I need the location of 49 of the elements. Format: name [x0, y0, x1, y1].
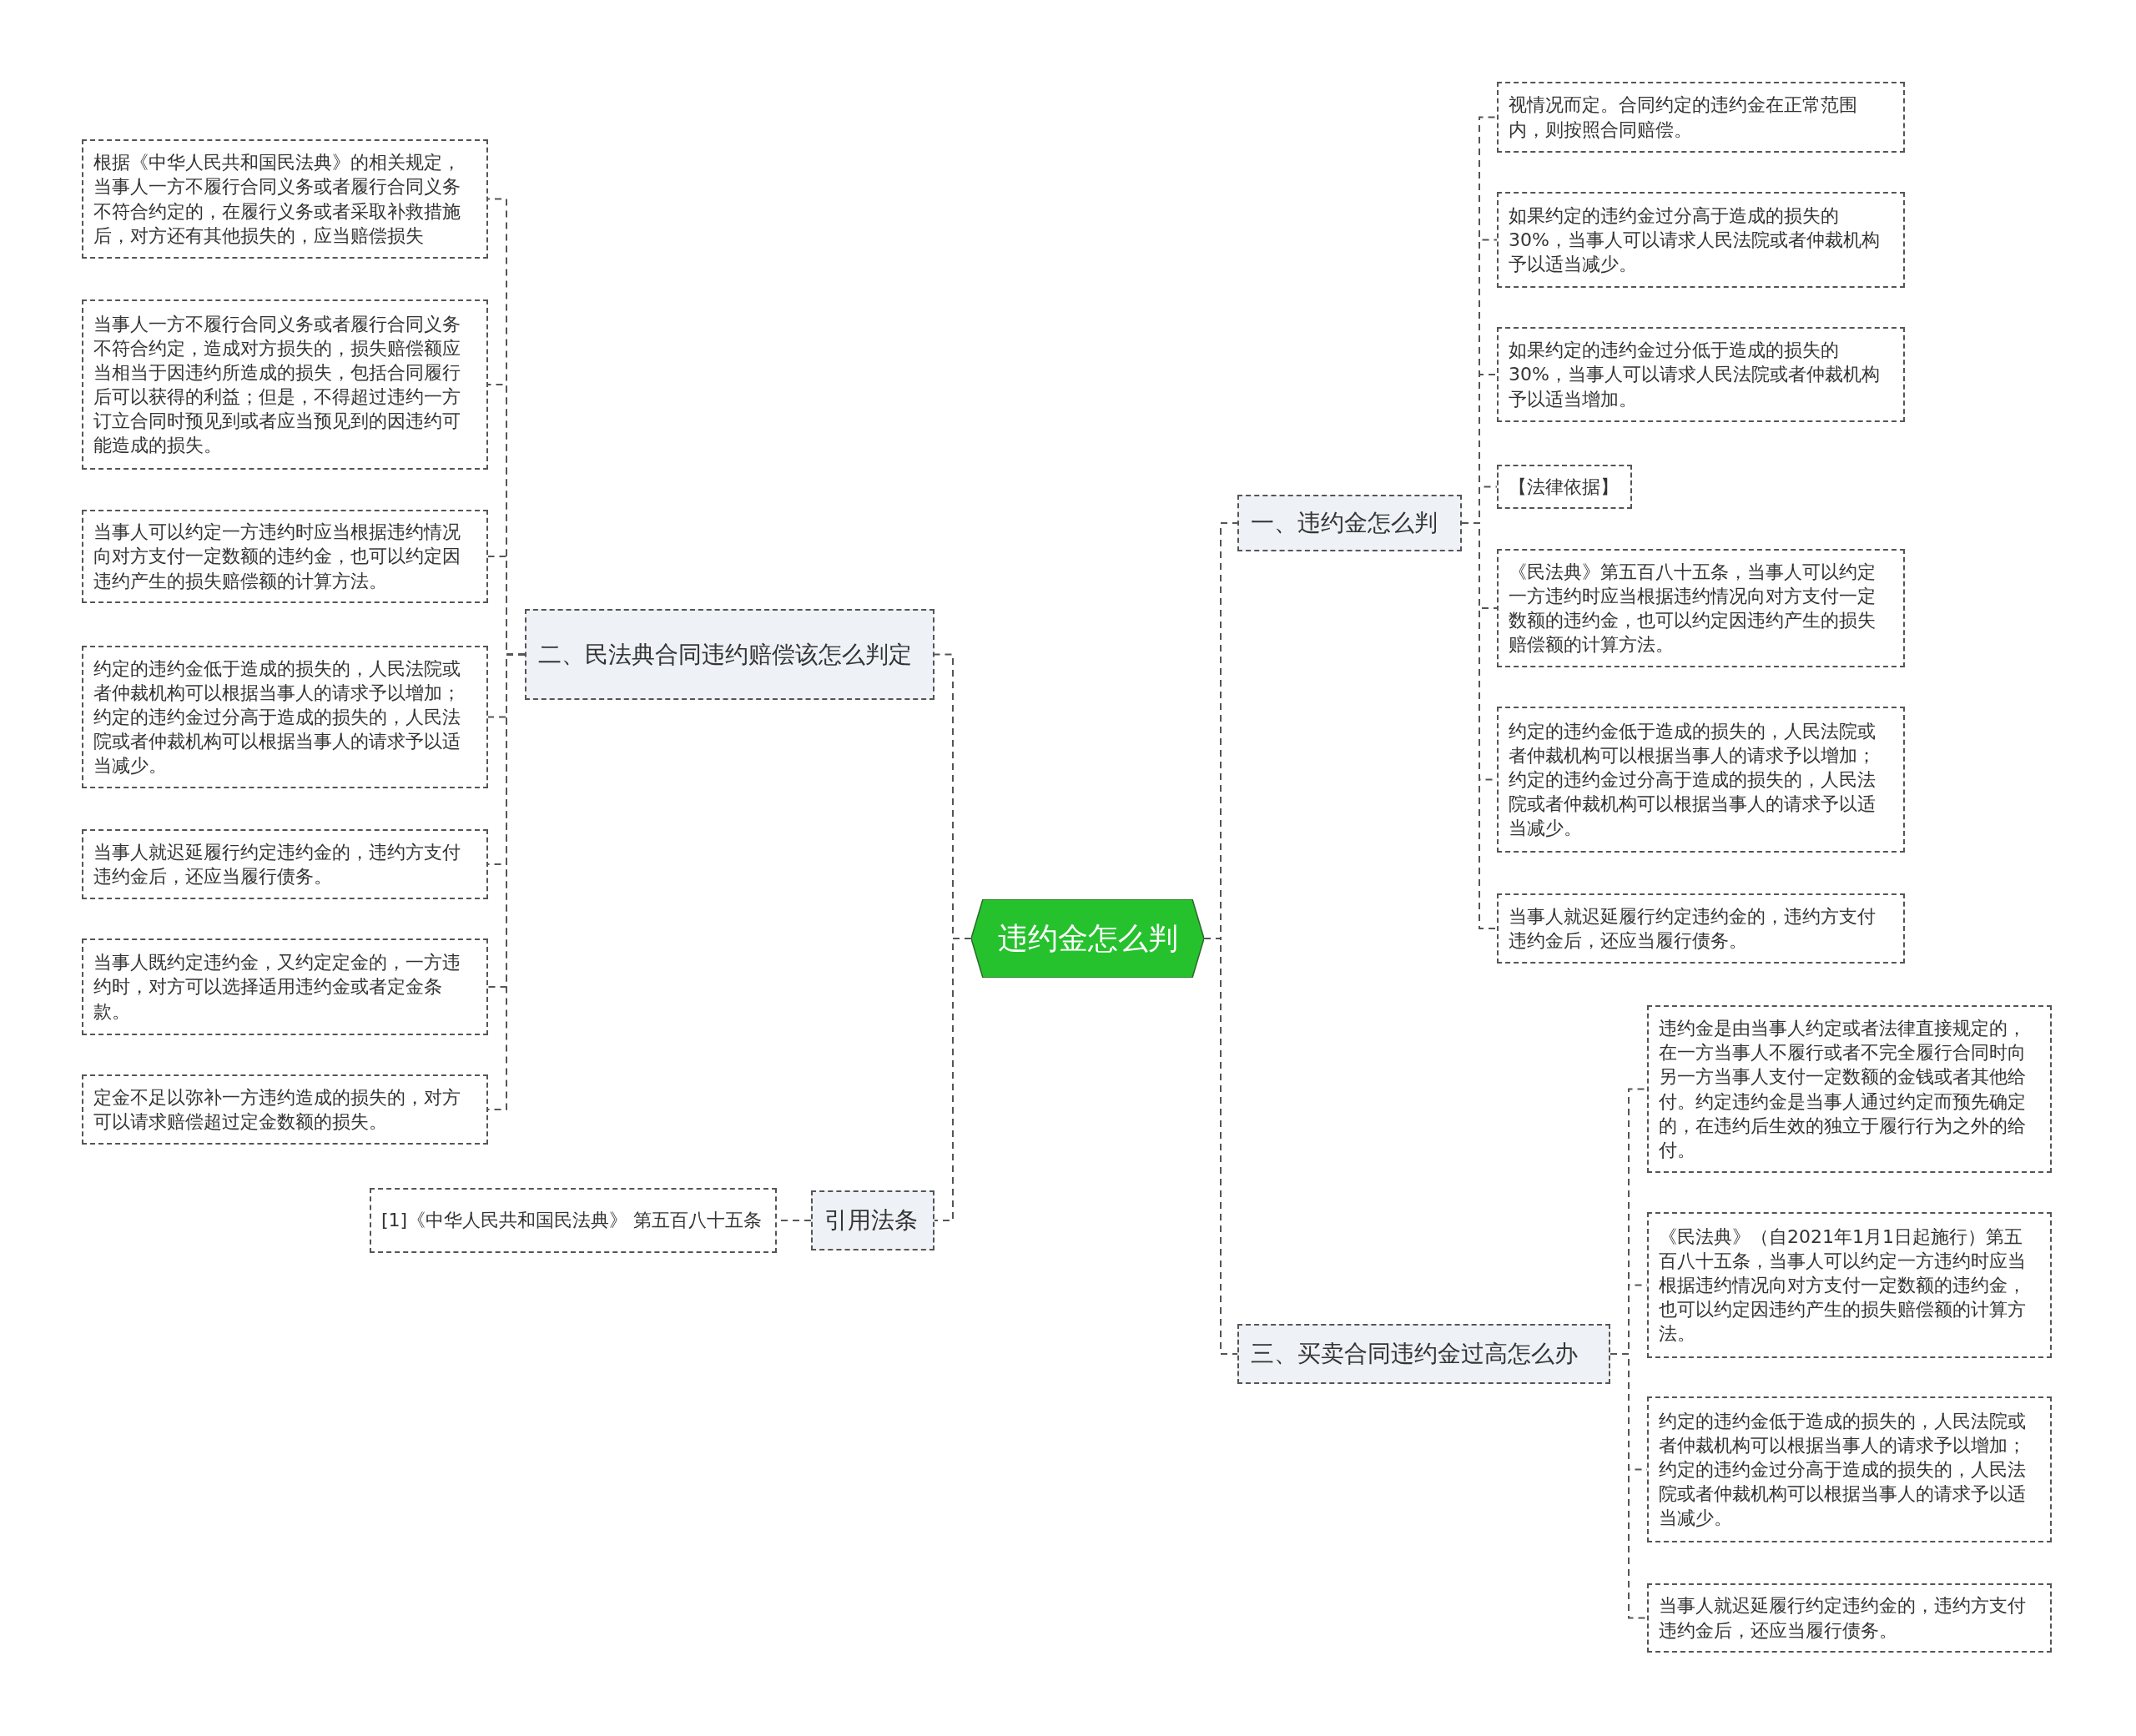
connector-line [1610, 1353, 1648, 1619]
note-box [1497, 549, 1905, 667]
note-text: 视情况而定。合同约定的违约金在正常范围内，则按照合同赔偿。 [1509, 93, 1858, 142]
topic-label: 引用法条 [824, 1205, 918, 1236]
topic-box [525, 609, 934, 700]
note-text: 《民法典》（自2021年1月1日起施行）第五百八十五条，当事人可以约定一方违约时应当根据违约情况向对方支付一定数额的违约金，也可以约定因违约产生的损失赔偿额的计算方法。 [1659, 1225, 2027, 1346]
note-text: 当事人既约定违约金，又约定定金的，一方违约时，对方可以选择适用违约金或者定金条款。 [93, 951, 461, 1024]
note-text: 当事人就迟延履行约定违约金的，违约方支付违约金后，还应当履行债务。 [93, 840, 461, 888]
topic-label: 二、民法典合同违约赔偿该怎么判定 [538, 639, 912, 670]
note-text: 定金不足以弥补一方违约造成的损失的，对方可以请求赔偿超过定金数额的损失。 [93, 1085, 461, 1134]
topic-label: 一、违约金怎么判 [1251, 508, 1438, 539]
note-box [370, 1188, 777, 1253]
note-text: 【法律依据】 [1509, 476, 1619, 499]
note-box [82, 299, 488, 470]
topic-box [1237, 495, 1462, 551]
note-text: 违约金是由当事人约定或者法律直接规定的，在一方当事人不履行或者不完全履行合同时向另一方当事人支付一定数额的金钱或者其他给付。约定违约金是当事人通过约定而预先确定的，在违约后生效的独立于履行行为之外的给付。 [1659, 1017, 2027, 1162]
note-box [1497, 192, 1905, 288]
note-box [1497, 893, 1905, 964]
note-box [82, 510, 488, 603]
note-text: 当事人可以约定一方违约时应当根据违约情况向对方支付一定数额的违约金，也可以约定因违约产生的损失赔偿额的计算方法。 [93, 521, 461, 593]
topic-box [811, 1190, 934, 1250]
note-box [1497, 327, 1905, 422]
note-box [1497, 707, 1905, 853]
note-box [1497, 465, 1632, 510]
note-text: [1]《中华人民共和国民法典》 第五百八十五条 [381, 1209, 763, 1233]
note-text: 当事人就迟延履行约定违约金的，违约方支付违约金后，还应当履行债务。 [1659, 1594, 2027, 1643]
note-box [82, 646, 488, 788]
note-box [82, 139, 488, 259]
note-text: 当事人就迟延履行约定违约金的，违约方支付违约金后，还应当履行债务。 [1509, 904, 1877, 953]
note-box [82, 1074, 488, 1145]
topic-label: 三、买卖合同违约金过高怎么办 [1251, 1339, 1578, 1370]
note-box [82, 829, 488, 899]
note-text: 如果约定的违约金过分高于造成的损失的30%，当事人可以请求人民法院或者仲裁机构予以适当减少。 [1509, 204, 1881, 276]
note-text: 根据《中华人民共和国民法典》的相关规定，当事人一方不履行合同义务或者履行合同义务不符合约定的，在履行义务或者采取补救措施后，对方还有其他损失的，应当赔偿损失 [93, 151, 461, 248]
note-text: 当事人一方不履行合同义务或者履行合同义务不符合约定，造成对方损失的，损失赔偿额应当相当于因违约所造成的损失，包括合同履行后可以获得的利益；但是，不得超过违约一方订立合同时预见到或者应当预见到的因违约可能造成的损失。 [93, 312, 461, 458]
central-topic-hexagon [971, 899, 1204, 978]
note-box [1647, 1005, 2052, 1173]
note-text: 《民法典》第五百八十五条，当事人可以约定一方违约时应当根据违约情况向对方支付一定数额的违约金，也可以约定因违约产生的损失赔偿额的计算方法。 [1509, 560, 1877, 657]
note-text: 约定的违约金低于造成的损失的，人民法院或者仲裁机构可以根据当事人的请求予以增加；约定的违约金过分高于造成的损失的，人民法院或者仲裁机构可以根据当事人的请求予以适当减少。 [1509, 719, 1877, 841]
note-text: 约定的违约金低于造成的损失的，人民法院或者仲裁机构可以根据当事人的请求予以增加；约定的违约金过分高于造成的损失的，人民法院或者仲裁机构可以根据当事人的请求予以适当减少。 [93, 657, 461, 778]
note-text: 如果约定的违约金过分低于造成的损失的30%，当事人可以请求人民法院或者仲裁机构予以适当增加。 [1509, 339, 1881, 411]
topic-title: 违约金怎么判 [997, 919, 1178, 957]
note-box [1647, 1212, 2052, 1358]
note-box [82, 938, 488, 1035]
note-box [1647, 1396, 2052, 1542]
note-box [1497, 82, 1905, 153]
topic-box [1237, 1324, 1610, 1384]
note-box [1647, 1583, 2052, 1653]
note-text: 约定的违约金低于造成的损失的，人民法院或者仲裁机构可以根据当事人的请求予以增加；约定的违约金过分高于造成的损失的，人民法院或者仲裁机构可以根据当事人的请求予以适当减少。 [1659, 1409, 2027, 1531]
